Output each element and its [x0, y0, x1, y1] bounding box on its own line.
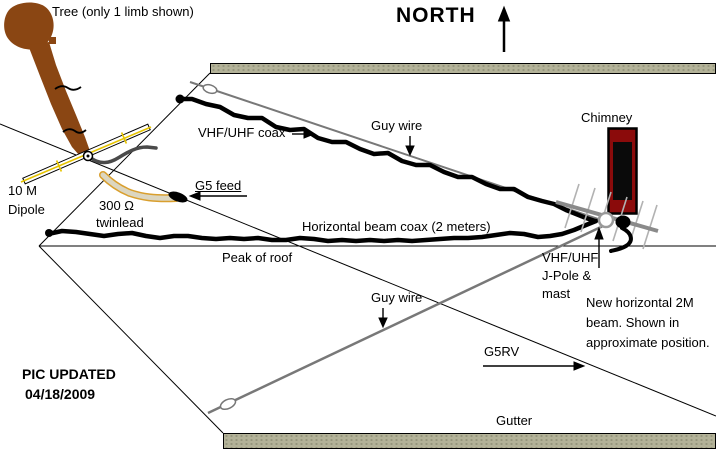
guy-lower-arrow-head — [378, 317, 388, 329]
pic-updated-label-line1: PIC UPDATED — [22, 366, 116, 382]
twinlead-ribbon — [100, 172, 179, 201]
roof-hip-lower-line — [38, 245, 224, 434]
pic-updated-label-line2: 04/18/2009 — [25, 386, 96, 402]
dipole-label-line2: Dipole — [8, 202, 45, 217]
chimney-flue — [613, 142, 632, 200]
vhf-coax-end-connector — [175, 94, 185, 104]
horizontal-beam-coax-cable — [45, 218, 599, 244]
annotation-arrows — [188, 5, 604, 371]
mast-mount-blob — [615, 215, 631, 229]
peak-of-roof-label: Peak of roof — [222, 250, 293, 265]
vhf-uhf-coax-cable — [175, 96, 598, 224]
vhf-coax-arrow-head — [303, 129, 316, 139]
guy-wire-upper-turnbuckle — [202, 83, 218, 95]
new-beam-label-line1: New horizontal 2M — [586, 295, 694, 310]
tree-label: Tree (only 1 limb shown) — [52, 4, 194, 19]
gutter-label: Gutter — [496, 413, 533, 428]
south-eave-gutter-bar — [223, 433, 716, 449]
dipole-insulator-left — [55, 160, 63, 172]
jpole-coax-tail — [609, 226, 633, 253]
tree-bark-crack-upper — [54, 85, 82, 91]
vhf-coax-label: VHF/UHF coax — [198, 125, 286, 140]
tree-bark-crack-lower — [62, 128, 87, 134]
dipole-coax-pigtail — [89, 145, 158, 165]
twinlead-label-line1: 300 Ω — [99, 198, 135, 213]
jpole-label-line3: mast — [542, 286, 571, 301]
g5-feed-arrow-head — [188, 191, 201, 201]
tree-canopy-nub — [49, 37, 56, 44]
tree-limb — [28, 42, 91, 155]
g5-feed-label: G5 feed — [195, 178, 242, 193]
jpole-label-line2: J-Pole & — [542, 268, 592, 283]
guy-wire-lower-line — [207, 224, 604, 415]
tree-canopy — [4, 2, 54, 50]
jpole-mast-collar — [597, 211, 615, 229]
horizontal-beam-coax-label: Horizontal beam coax (2 meters) — [302, 219, 491, 234]
guy-wire-lower-turnbuckle — [219, 397, 237, 411]
jpole-label-line1: VHF/UHF — [542, 250, 599, 265]
g5-feed-point — [168, 191, 188, 203]
new-beam-label-line3: approximate position. — [586, 335, 710, 350]
north-arrow-head — [497, 5, 511, 22]
north-label: NORTH — [396, 4, 476, 27]
guy-upper-arrow-head — [405, 145, 415, 157]
dipole-center-dot — [86, 154, 90, 158]
beam-coax-end-connector — [45, 229, 53, 237]
chimney-label: Chimney — [581, 110, 633, 125]
g5rv-label: G5RV — [484, 344, 520, 359]
g5rv-wire-line — [0, 123, 716, 417]
dipole-label-line1: 10 M — [8, 183, 37, 198]
jpole-arrow-head — [594, 226, 604, 240]
twinlead-label-line2: twinlead — [96, 215, 144, 230]
g5rv-arrow-head — [573, 361, 586, 371]
new-beam-label-line2: beam. Shown in — [586, 315, 680, 330]
dipole-insulator-right — [120, 132, 128, 144]
guy-wire-lower-label: Guy wire — [371, 290, 423, 305]
guy-wire-upper-label: Guy wire — [371, 118, 423, 133]
